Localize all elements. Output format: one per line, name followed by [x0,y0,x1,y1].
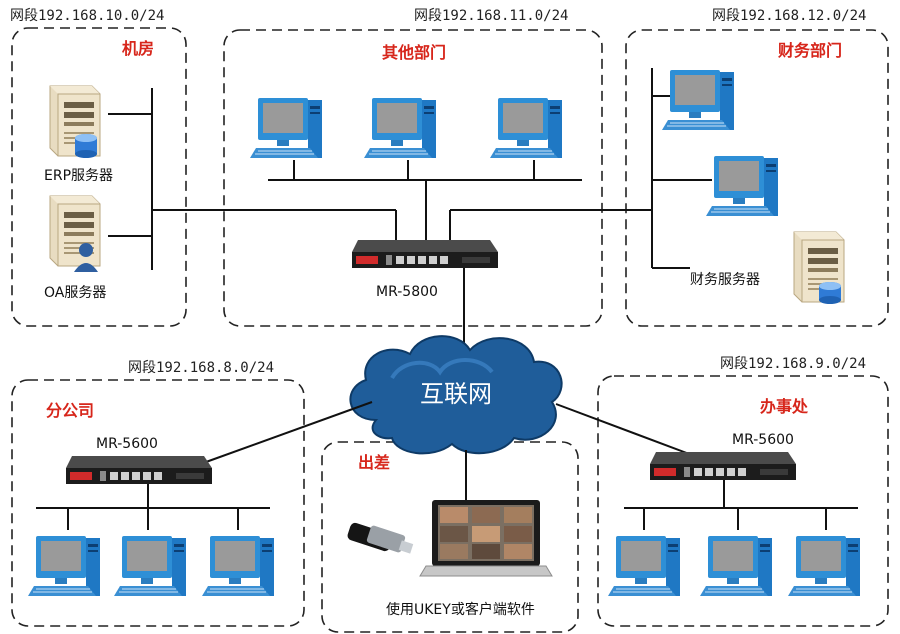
segment-label-branch: 网段192.168.8.0/24 [128,360,274,376]
zone-title-finance: 财务部门 [777,41,842,60]
pc-icon [699,535,773,597]
erp-server-label: ERP服务器 [44,168,113,184]
pc-icon [607,535,681,597]
pc-icon [249,97,323,159]
laptop-icon [419,500,553,577]
branch-router-label: MR-5600 [96,436,158,452]
usb-key-icon [347,522,414,554]
pc-icon [113,535,187,597]
zone-title-travel: 出差 [358,453,390,472]
finance-zone [625,29,889,327]
other-depts-zone [223,29,603,327]
pc-icon [201,535,275,597]
zone-title-branch: 分公司 [46,401,94,420]
segment-label-server-room: 网段192.168.10.0/24 [10,8,164,24]
pc-icon [705,155,779,217]
office-router-label: MR-5600 [732,432,794,448]
erp-server-icon [49,85,101,158]
segment-label-other-depts: 网段192.168.11.0/24 [414,8,568,24]
pc-icon [489,97,563,159]
server-room-zone [11,27,187,327]
zone-title-office: 办事处 [760,397,809,416]
pc-icon [661,69,735,131]
branch-router-icon [66,456,212,484]
zone-title-server-room: 机房 [122,39,154,58]
pc-icon [27,535,101,597]
hq-router-icon [352,240,498,268]
hq-router-label: MR-5800 [376,284,438,300]
branch-zone [11,379,305,627]
internet-to-office-link [555,403,701,459]
internet-to-branch-link [205,401,373,463]
oa-server-icon [49,195,101,272]
segment-label-finance: 网段192.168.12.0/24 [712,8,866,24]
finance-server-icon [793,231,845,304]
internet-cloud-icon [349,335,563,455]
office-router-icon [650,452,796,480]
finance-server-label: 财务服务器 [690,272,760,288]
office-zone [597,375,889,627]
pc-icon [787,535,861,597]
internet-label: 互联网 [420,380,492,408]
pc-icon [363,97,437,159]
segment-label-office: 网段192.168.9.0/24 [720,356,866,372]
oa-server-label: OA服务器 [44,285,106,301]
zone-title-other-depts: 其他部门 [382,43,446,62]
travel-note: 使用UKEY或客户端软件 [386,601,535,618]
